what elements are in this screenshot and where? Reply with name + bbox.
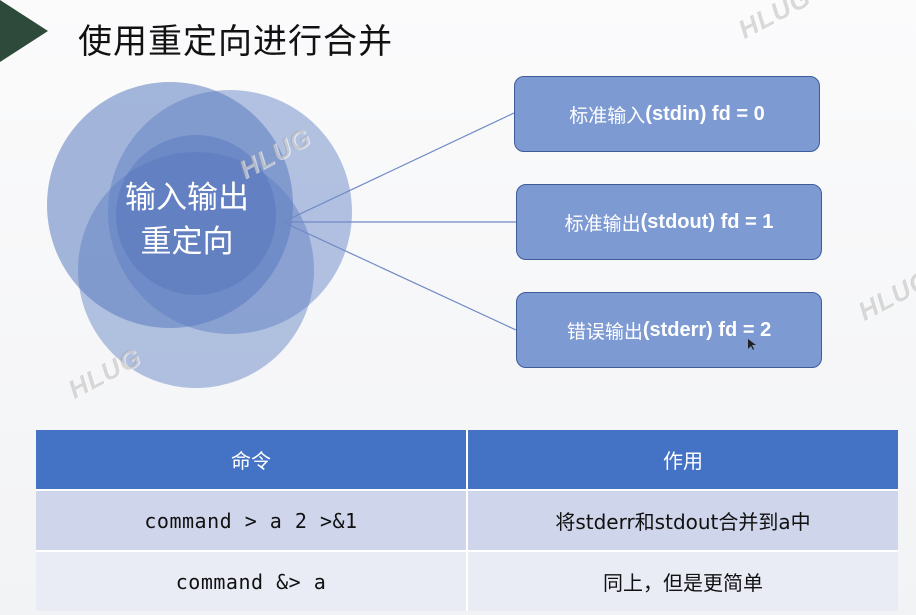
mouse-cursor-icon — [748, 339, 756, 350]
table-row: command > a 2 >&1 将stderr和stdout合并到a中 — [36, 489, 898, 551]
connector-lines — [282, 112, 517, 331]
header-command: 命令 — [36, 430, 468, 490]
stdout-box-en: (stdout) fd = 1 — [640, 210, 774, 233]
stdin-box: 标准输入(stdin) fd = 0 — [514, 76, 820, 152]
corner-accent-triangle — [0, 0, 48, 62]
cell-effect: 将stderr和stdout合并到a中 — [467, 489, 898, 551]
stderr-box-en: (stderr) fd = 2 — [642, 318, 772, 341]
redirect-diagram — [47, 82, 517, 388]
venn-circles — [47, 82, 352, 388]
header-effect: 作用 — [467, 430, 898, 490]
stdin-box-cn: 标准输入 — [569, 104, 646, 127]
stdout-box-cn: 标准输出 — [564, 212, 641, 235]
circle-left — [47, 82, 293, 328]
stdout-box: 标准输出(stdout) fd = 1 — [516, 184, 822, 260]
slide-title: 使用重定向进行合并 — [78, 22, 393, 62]
circle-inner — [116, 135, 276, 295]
table-row: command &> a 同上，但是更简单 — [36, 550, 898, 611]
cell-command: command > a 2 >&1 — [36, 489, 468, 551]
diagram-center-label: 输入输出 重定向 — [92, 176, 282, 264]
cell-command: command &> a — [36, 550, 468, 611]
stderr-box: 错误输出(stderr) fd = 2 — [516, 292, 822, 368]
stderr-box-cn: 错误输出 — [566, 320, 643, 343]
circle-top-right — [108, 90, 352, 334]
circle-bottom — [78, 152, 314, 388]
table-header-row: 命令 作用 — [36, 430, 898, 490]
command-table: 命令 作用 command > a 2 >&1 将stderr和stdout合并… — [36, 430, 898, 611]
connector-stderr — [282, 221, 517, 331]
connector-stdin — [282, 112, 515, 223]
center-line-2: 重定向 — [140, 224, 234, 260]
stdin-box-en: (stdin) fd = 0 — [645, 102, 765, 125]
cell-effect: 同上，但是更简单 — [467, 550, 898, 611]
center-line-1: 输入输出 — [125, 180, 249, 216]
